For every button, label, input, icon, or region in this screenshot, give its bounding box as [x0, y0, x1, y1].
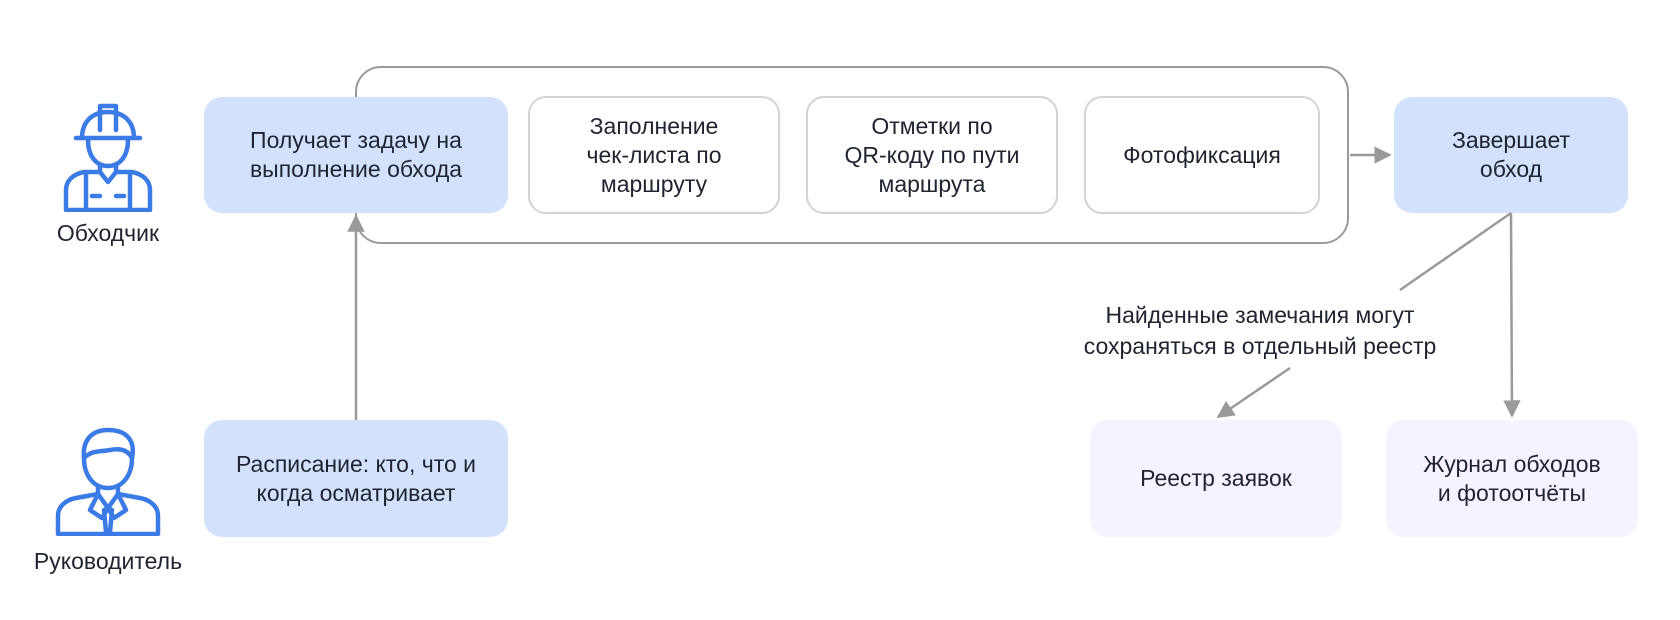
manager-tie-icon: [54, 424, 162, 537]
step-finish: Завершает обход: [1394, 97, 1628, 213]
step-qr-marks: Отметки по QR-коду по пути маршрута: [806, 96, 1058, 214]
output-registry: Реестр заявок: [1090, 420, 1342, 537]
arrow-finish-to-note: [1399, 211, 1512, 292]
step-photo: Фотофиксация: [1084, 96, 1320, 214]
findings-note: Найденные замечания могут сохраняться в …: [1060, 300, 1460, 362]
arrow-finish-to-journal: [1503, 212, 1521, 418]
worker-hardhat-icon: [60, 100, 156, 213]
role-label-manager: Руководитель: [33, 548, 183, 574]
step-receive-task: Получает задачу на выполнение обхода: [204, 97, 508, 213]
step-checklist: Заполнение чек-листа по маршруту: [528, 96, 780, 214]
output-journal: Журнал обходов и фотоотчёты: [1386, 420, 1638, 537]
role-label-walker: Обходчик: [56, 220, 160, 246]
arrow-note-to-registry: [1216, 366, 1291, 419]
step-schedule: Расписание: кто, что и когда осматривает: [204, 420, 508, 537]
